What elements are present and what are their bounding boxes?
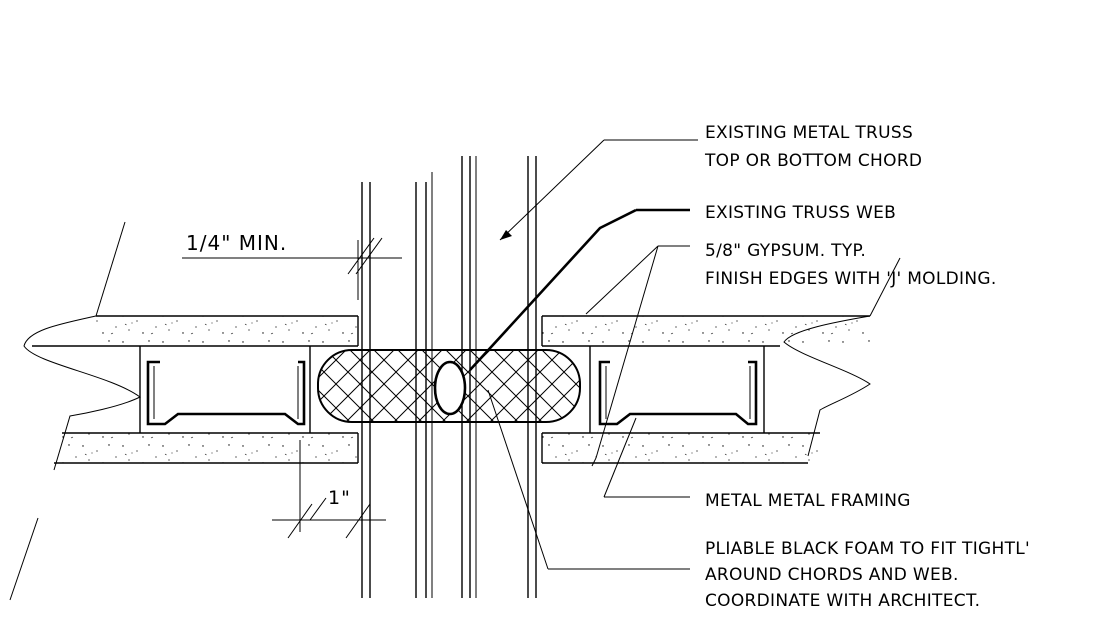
note-truss-web: EXISTING TRUSS WEB (705, 203, 896, 223)
leader-truss-web (469, 208, 690, 371)
left-gypsum-top (32, 315, 359, 347)
dimension-label-quarter-inch: 1/4" MIN. (186, 231, 287, 255)
truss-chord-left (361, 172, 433, 598)
note-framing: METAL METAL FRAMING (705, 491, 911, 511)
note-gypsum-line1: 5/8" GYPSUM. TYP. (705, 241, 866, 261)
left-metal-stud (146, 360, 306, 426)
leader-gypsum (585, 245, 690, 467)
truss-web-section (433, 360, 467, 416)
left-gypsum-bottom (54, 432, 359, 464)
left-framing-box (139, 346, 311, 433)
right-gypsum-top (541, 315, 870, 347)
note-foam-line2: AROUND CHORDS AND WEB. (705, 565, 959, 585)
dimension-one-inch (272, 440, 386, 539)
leader-foam (487, 389, 690, 570)
note-gypsum-line2: FINISH EDGES WITH 'J' MOLDING. (705, 269, 997, 289)
right-gypsum-bottom (541, 432, 820, 464)
left-break-line (9, 221, 141, 601)
right-metal-stud (598, 360, 758, 426)
leader-truss-chord (499, 139, 698, 241)
note-truss-chord-line1: EXISTING METAL TRUSS (705, 123, 913, 143)
dimension-label-one-inch: 1" (328, 487, 351, 509)
note-foam-line3: COORDINATE WITH ARCHITECT. (705, 591, 980, 611)
leader-framing (603, 417, 690, 498)
right-framing-box (589, 346, 765, 433)
note-truss-chord-line2: TOP OR BOTTOM CHORD (704, 151, 922, 171)
dimension-quarter-inch-min (182, 237, 402, 300)
note-foam-line1: PLIABLE BLACK FOAM TO FIT TIGHTL' (705, 539, 1030, 559)
